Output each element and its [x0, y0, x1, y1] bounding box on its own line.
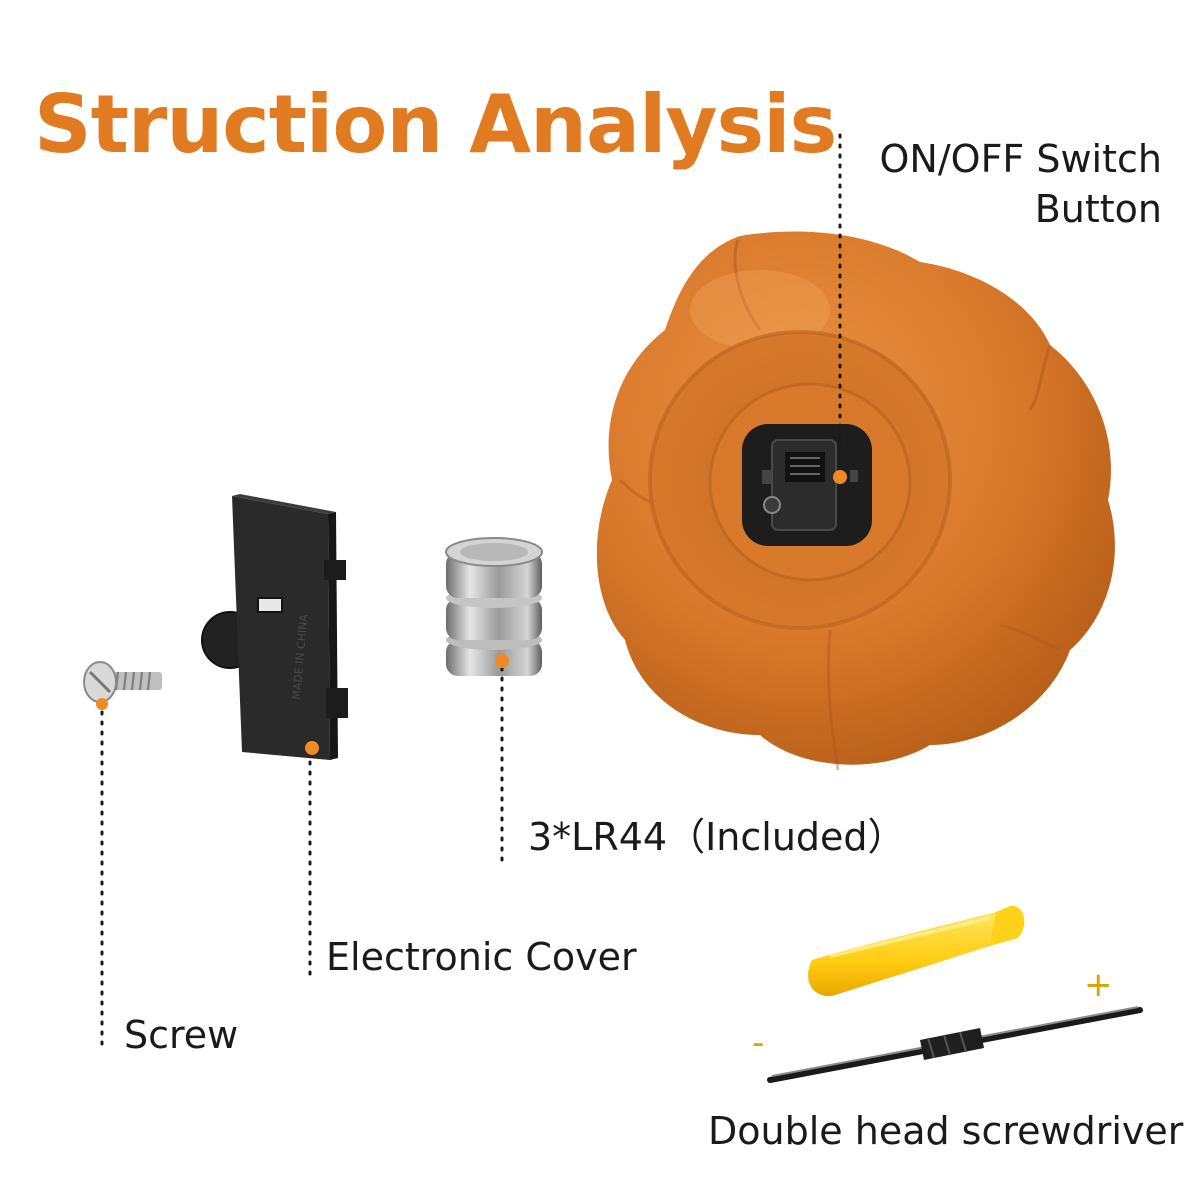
- screw-label: Screw: [124, 1013, 239, 1057]
- pumpkin-body: [596, 231, 1115, 771]
- page-title: Struction Analysis: [34, 78, 837, 171]
- screwdriver-label: Double head screwdriver: [708, 1109, 1184, 1153]
- cover-label: Electronic Cover: [326, 935, 637, 979]
- cover-marker: [305, 741, 319, 755]
- batteries-label: 3*LR44（Included）: [528, 815, 906, 859]
- switch-label-line1: ON/OFF Switch: [879, 137, 1162, 181]
- screw-marker: [96, 698, 108, 710]
- minus-tip-label: -: [752, 1023, 765, 1063]
- battery-stack: [445, 537, 543, 676]
- cover-plate: MADE IN CHINA: [201, 494, 348, 760]
- switch-marker: [833, 470, 847, 484]
- screwdriver: [767, 905, 1143, 1083]
- battery-marker: [495, 654, 509, 668]
- screw: [83, 661, 162, 703]
- switch-label-line2: Button: [1034, 187, 1162, 231]
- switch-label: ON/OFF Switch Button: [880, 134, 1162, 234]
- plus-tip-label: +: [1084, 965, 1113, 1005]
